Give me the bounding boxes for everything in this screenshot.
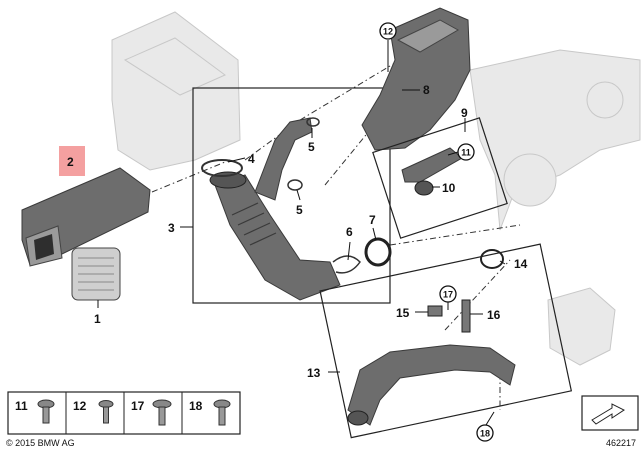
legend-number-18: 18 <box>189 399 203 413</box>
part-9-bracket <box>401 147 463 183</box>
callout-15: 15 <box>396 306 410 320</box>
screw-icon <box>98 400 114 424</box>
part-10-grommet <box>414 180 434 196</box>
callout-12-circle: 12 <box>379 22 397 40</box>
part-6-clip <box>332 255 361 274</box>
callout-5a: 5 <box>308 140 315 154</box>
callout-2: 2 <box>67 155 74 169</box>
part-5-o-rings <box>287 117 320 191</box>
screw-icon <box>152 399 172 426</box>
callout-14: 14 <box>514 257 528 271</box>
part-1-grille <box>71 247 121 301</box>
part-13-charge-pipe <box>347 344 516 426</box>
turbocharger-manifold-ghost <box>469 49 641 231</box>
callout-7: 7 <box>369 213 376 227</box>
vacuum-pump-ghost <box>547 287 616 366</box>
callout-10: 10 <box>442 181 456 195</box>
part-7-seal <box>364 237 392 267</box>
air-filter-housing-ghost <box>111 11 241 171</box>
part-14-seal <box>480 249 504 269</box>
group-frame-9 <box>372 117 508 239</box>
callout-3: 3 <box>168 221 175 235</box>
callout-16: 16 <box>487 308 501 322</box>
legend-number-11: 11 <box>15 399 28 413</box>
part-4-clamp <box>201 159 243 177</box>
highlight-box-2 <box>59 146 85 176</box>
group-frame-3 <box>192 87 391 304</box>
callout-17: 17 <box>443 290 453 300</box>
part-8-resonator <box>361 7 471 151</box>
callout-13: 13 <box>307 366 321 380</box>
callout-8: 8 <box>423 83 430 97</box>
diagram-number: 462217 <box>606 438 636 448</box>
leader-lines <box>97 40 506 426</box>
arrow-in-box-icon <box>581 395 639 431</box>
part-16-sensor <box>461 299 471 333</box>
part-2-intake-duct <box>21 167 151 267</box>
callout-5b: 5 <box>296 203 303 217</box>
callout-1: 1 <box>94 312 101 326</box>
callout-18-circle: 18 <box>476 424 494 442</box>
callout-11-circle: 11 <box>457 143 475 161</box>
legend-number-12: 12 <box>73 399 87 413</box>
fastener-legend: 11 12 17 18 <box>7 391 241 435</box>
callout-6: 6 <box>346 225 353 239</box>
callout-9: 9 <box>461 106 468 120</box>
copyright-text: © 2015 BMW AG <box>6 438 75 448</box>
callout-4: 4 <box>248 152 255 166</box>
group-frame-13 <box>319 243 573 439</box>
screw-icon <box>213 399 231 426</box>
part-15-sensor <box>427 305 443 317</box>
callout-12: 12 <box>383 27 393 37</box>
callout-18: 18 <box>480 429 490 439</box>
callout-11: 11 <box>461 148 471 158</box>
part-3-intake-hose <box>209 117 341 301</box>
legend-number-17: 17 <box>131 399 145 413</box>
screw-icon <box>37 399 55 424</box>
callout-17-circle: 17 <box>439 285 457 303</box>
